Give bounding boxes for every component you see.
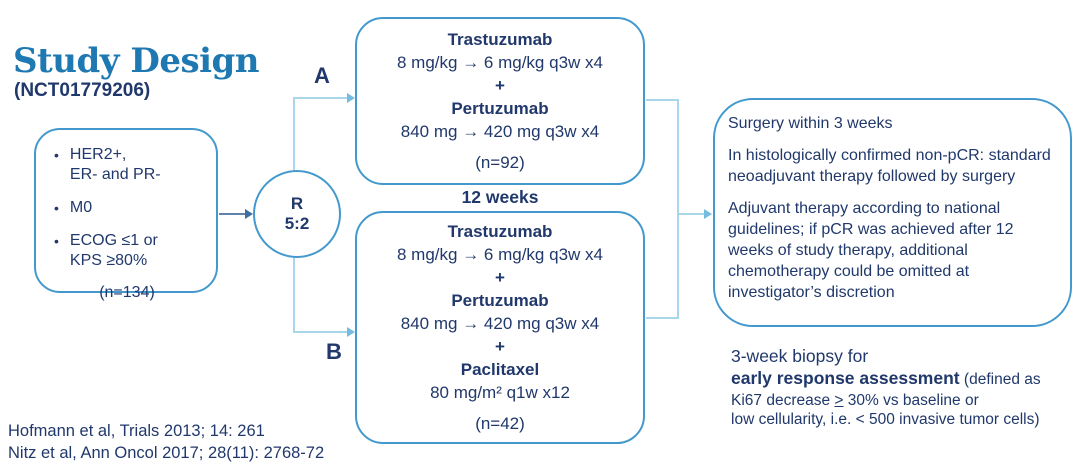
eligibility-criterion: ECOG ≤1 or KPS ≥80% — [69, 232, 158, 269]
eligibility-bullet: • ECOG ≤1 or KPS ≥80% — [54, 231, 210, 271]
eligibility-bullet: • M0 — [54, 198, 210, 218]
arrow-right-icon — [704, 209, 712, 219]
randomization-circle: R 5:2 — [253, 170, 341, 258]
outcome-paragraph: Surgery within 3 weeks — [728, 115, 893, 132]
eligibility-criterion: M0 — [69, 199, 93, 216]
drug-dose: 80 mg/m² q1w x12 — [430, 383, 570, 402]
connector-eligibility-to-randomization — [219, 213, 247, 215]
arm-b-n-count: (n=42) — [475, 414, 525, 433]
bullet-icon: • — [54, 200, 59, 216]
connector-to-arm-a — [293, 97, 349, 99]
nct-id: (NCT01779206) — [14, 80, 151, 101]
plus-sign: + — [495, 337, 505, 356]
arm-b-label: B — [326, 339, 342, 364]
randomization-letter: R — [290, 194, 304, 213]
biopsy-text: Ki67 decrease — [731, 392, 835, 409]
arrow-right-icon — [245, 209, 253, 219]
page-title: Study Design — [13, 41, 260, 81]
outcome-box: Surgery within 3 weeks In histologically… — [713, 98, 1072, 327]
biopsy-line: Ki67 decrease > 30% vs baseline or — [731, 391, 1076, 410]
drug-dose: 840 mg → 420 mg q3w x4 — [400, 314, 600, 333]
connector-bracket-to-outcome — [678, 213, 705, 215]
drug-name: Paclitaxel — [460, 360, 540, 379]
greater-equal-symbol: > — [834, 392, 844, 409]
drug-name: Trastuzumab — [447, 30, 553, 49]
drug-name: Trastuzumab — [447, 222, 553, 241]
duration-label: 12 weeks — [461, 187, 539, 207]
eligibility-box: • HER2+, ER- and PR- • M0 • ECOG ≤1 or K… — [34, 128, 218, 301]
reference-citation: Nitz et al, Ann Oncol 2017; 28(11): 2768… — [8, 444, 325, 462]
biopsy-emphasis: early response assessment — [731, 368, 960, 388]
arrow-right-icon — [347, 327, 355, 337]
bullet-icon: • — [54, 233, 59, 249]
randomization-ratio: 5:2 — [284, 214, 310, 233]
references: Hofmann et al, Trials 2013; 14: 261 Nitz… — [8, 420, 324, 464]
drug-dose: 8 mg/kg → 6 mg/kg q3w x4 — [397, 53, 603, 72]
eligibility-n-count: (n=134) — [99, 284, 155, 301]
connector-bracket-vertical — [677, 99, 679, 319]
bullet-icon: • — [54, 147, 59, 163]
connector-arm-b-to-bracket — [646, 317, 678, 319]
connector-to-arm-b — [293, 331, 349, 333]
drug-name: Pertuzumab — [451, 291, 549, 310]
drug-dose: 8 mg/kg → 6 mg/kg q3w x4 — [397, 245, 603, 264]
connector-arm-a-to-bracket — [646, 99, 678, 101]
biopsy-line: 3-week biopsy for — [731, 346, 869, 366]
biopsy-note: 3-week biopsy for early response assessm… — [731, 345, 1076, 429]
drug-dose: 840 mg → 420 mg q3w x4 — [400, 122, 600, 141]
outcome-paragraph: In histologically confirmed non-pCR: sta… — [728, 147, 1051, 185]
plus-sign: + — [495, 268, 505, 287]
eligibility-bullet: • HER2+, ER- and PR- — [54, 145, 210, 185]
arm-a-box: Trastuzumab 8 mg/kg → 6 mg/kg q3w x4 + P… — [355, 17, 645, 185]
biopsy-text: 30% vs baseline or — [843, 392, 979, 409]
plus-sign: + — [495, 76, 505, 95]
eligibility-criterion: HER2+, ER- and PR- — [69, 146, 161, 183]
biopsy-line: early response assessment (defined as — [731, 367, 1076, 391]
arm-a-label: A — [314, 63, 330, 88]
outcome-paragraph: Adjuvant therapy according to national g… — [728, 200, 1014, 301]
drug-name: Pertuzumab — [451, 99, 549, 118]
biopsy-line: low cellularity, i.e. < 500 invasive tum… — [731, 411, 1040, 428]
arrow-right-icon — [347, 93, 355, 103]
arm-a-n-count: (n=92) — [475, 153, 525, 172]
biopsy-definition-start: (defined as — [959, 371, 1041, 388]
reference-citation: Hofmann et al, Trials 2013; 14: 261 — [8, 422, 265, 440]
arm-b-box: Trastuzumab 8 mg/kg → 6 mg/kg q3w x4 + P… — [355, 211, 645, 444]
